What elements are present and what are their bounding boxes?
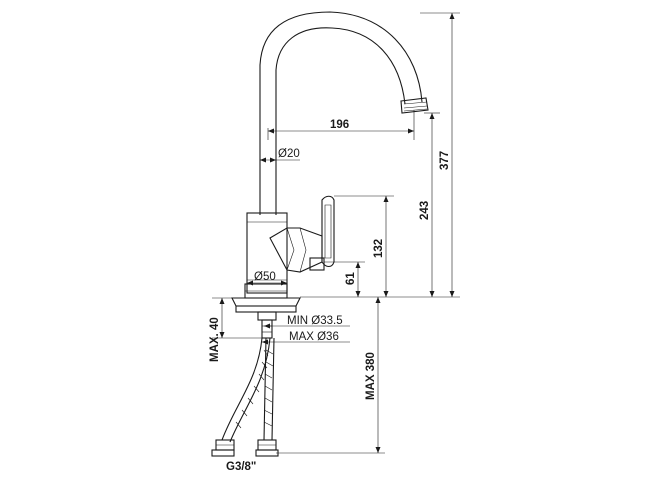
max-thickness-label: MAX. 40: [209, 317, 221, 362]
dimension-lines: [212, 12, 460, 454]
hose-length-label: MAX 380: [365, 352, 377, 400]
handle-height-label: 61: [345, 272, 357, 285]
min-hole-label: MIN Ø33.5: [287, 315, 343, 327]
connection-label: G3/8": [226, 461, 256, 473]
total-height-label: 377: [439, 151, 451, 170]
body-diameter-label: Ø50: [254, 271, 276, 283]
reach-label: 196: [330, 119, 349, 131]
max-hole-label: MAX Ø36: [289, 331, 339, 343]
mounting-base: [231, 283, 301, 339]
spout-diameter-label: Ø20: [278, 148, 300, 160]
spout: [259, 11, 429, 215]
spout-height-label: 243: [419, 201, 431, 220]
flexible-hoses: [211, 337, 279, 457]
lever-height-label: 132: [373, 239, 385, 258]
